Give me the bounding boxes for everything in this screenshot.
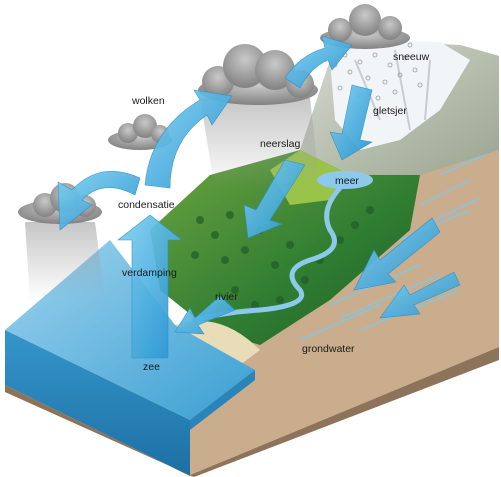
condensation-arrow	[57, 171, 141, 231]
label-grondwater: grondwater	[302, 343, 355, 355]
cloud-transport-arrow-1	[144, 89, 233, 189]
evaporation-arrow	[117, 214, 183, 359]
label-zee: zee	[143, 361, 160, 373]
label-verdamping: verdamping	[122, 267, 177, 279]
label-neerslag: neerslag	[260, 138, 300, 150]
cloud-top	[320, 4, 410, 49]
label-sneeuw: sneeuw	[393, 51, 430, 63]
groundwater-arrow-2	[379, 271, 461, 319]
cloud-transport-arrow-2	[284, 35, 353, 89]
label-meer: meer	[335, 175, 359, 187]
groundwater-arrow-1	[353, 217, 441, 291]
label-gletsjer: gletsjer	[373, 105, 407, 117]
label-rivier: rivier	[215, 291, 238, 303]
arrows	[57, 35, 461, 359]
river	[192, 185, 343, 323]
label-condensatie: condensatie	[118, 199, 175, 211]
lake	[317, 171, 373, 189]
labels: sneeuw gletsjer wolken neerslag meer con…	[118, 51, 430, 373]
glacier-arrow	[329, 84, 373, 161]
label-wolken: wolken	[131, 95, 165, 107]
river-flow-arrow	[174, 295, 236, 335]
precipitation-arrow	[243, 159, 306, 239]
